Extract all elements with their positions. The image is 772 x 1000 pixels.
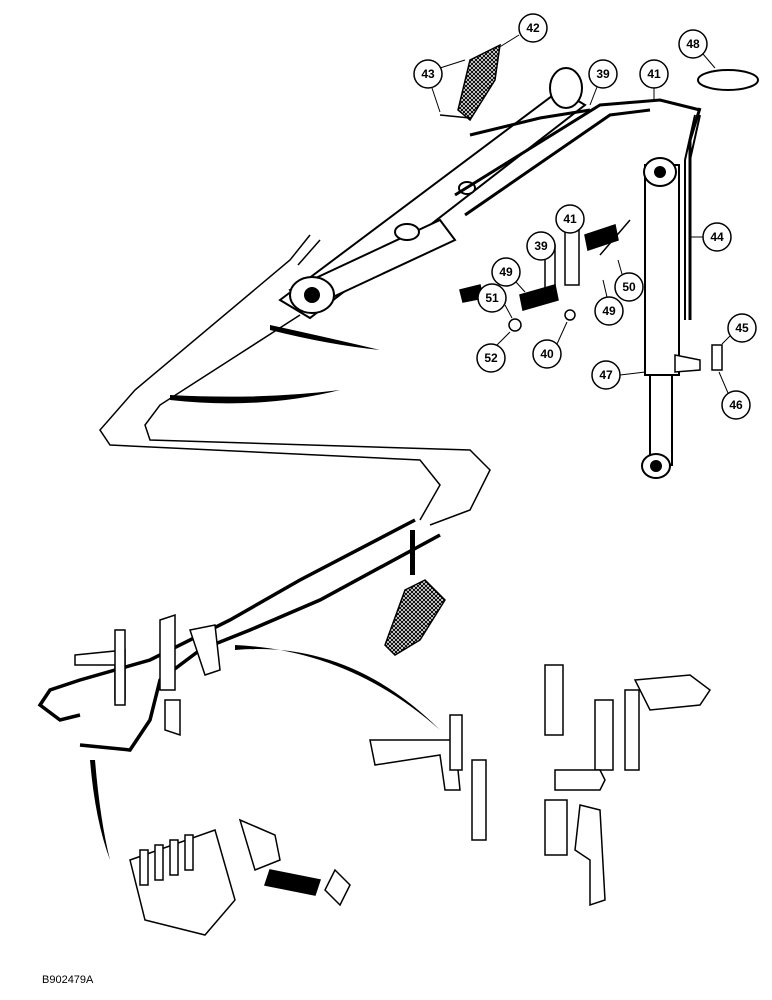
- callout-label: 52: [484, 351, 498, 365]
- callout-label: 45: [735, 321, 749, 335]
- callout-44: 44: [690, 222, 732, 252]
- callout-label: 41: [647, 67, 661, 81]
- hose-guard-middle: [384, 579, 446, 656]
- callout-47: 47: [591, 360, 646, 390]
- hose-clamp: [697, 69, 759, 91]
- drawing-code: B902479A: [42, 974, 94, 986]
- steel-tube: [684, 114, 701, 320]
- elbow-fitting: [674, 344, 723, 373]
- callout-label: 40: [540, 347, 554, 361]
- callout-43: 43: [413, 59, 466, 113]
- callout-41-mid: 41: [555, 204, 585, 234]
- callout-51: 51: [477, 283, 513, 319]
- callout-52: 52: [476, 331, 511, 373]
- callout-label: 43: [421, 67, 435, 81]
- callout-40: 40: [532, 321, 568, 369]
- callout-39-top: 39: [588, 59, 618, 106]
- lower-right-assembly: [369, 664, 712, 907]
- callout-39-mid: 39: [526, 231, 556, 261]
- callout-label: 46: [729, 398, 743, 412]
- callout-49-left: 49: [491, 257, 526, 293]
- leader-lines: [90, 325, 440, 860]
- callout-45: 45: [721, 313, 757, 345]
- middle-hoses: [37, 518, 441, 752]
- callout-41-top: 41: [639, 59, 669, 102]
- callout-label: 49: [602, 304, 616, 318]
- callout-label: 42: [526, 21, 540, 35]
- callout-label: 41: [563, 212, 577, 226]
- callout-label: 39: [596, 67, 610, 81]
- control-valve: [129, 818, 351, 936]
- callout-49-right: 49: [594, 279, 624, 326]
- callout-46: 46: [718, 371, 751, 420]
- hose-guard-top: [439, 43, 501, 122]
- fitting-group: [459, 219, 631, 332]
- callout-42: 42: [497, 13, 548, 49]
- boom-cylinder: [278, 67, 587, 320]
- brackets-left: [74, 613, 221, 737]
- callout-label: 48: [686, 37, 700, 51]
- callout-label: 50: [622, 280, 636, 294]
- vertical-cylinder: [641, 157, 680, 479]
- callout-label: 47: [599, 368, 613, 382]
- tube-routing: [99, 234, 491, 526]
- callout-label: 44: [710, 230, 724, 244]
- callout-50: 50: [614, 259, 644, 302]
- callout-label: 51: [485, 291, 499, 305]
- callout-48: 48: [678, 29, 716, 69]
- callout-label: 49: [499, 265, 513, 279]
- callout-label: 39: [534, 239, 548, 253]
